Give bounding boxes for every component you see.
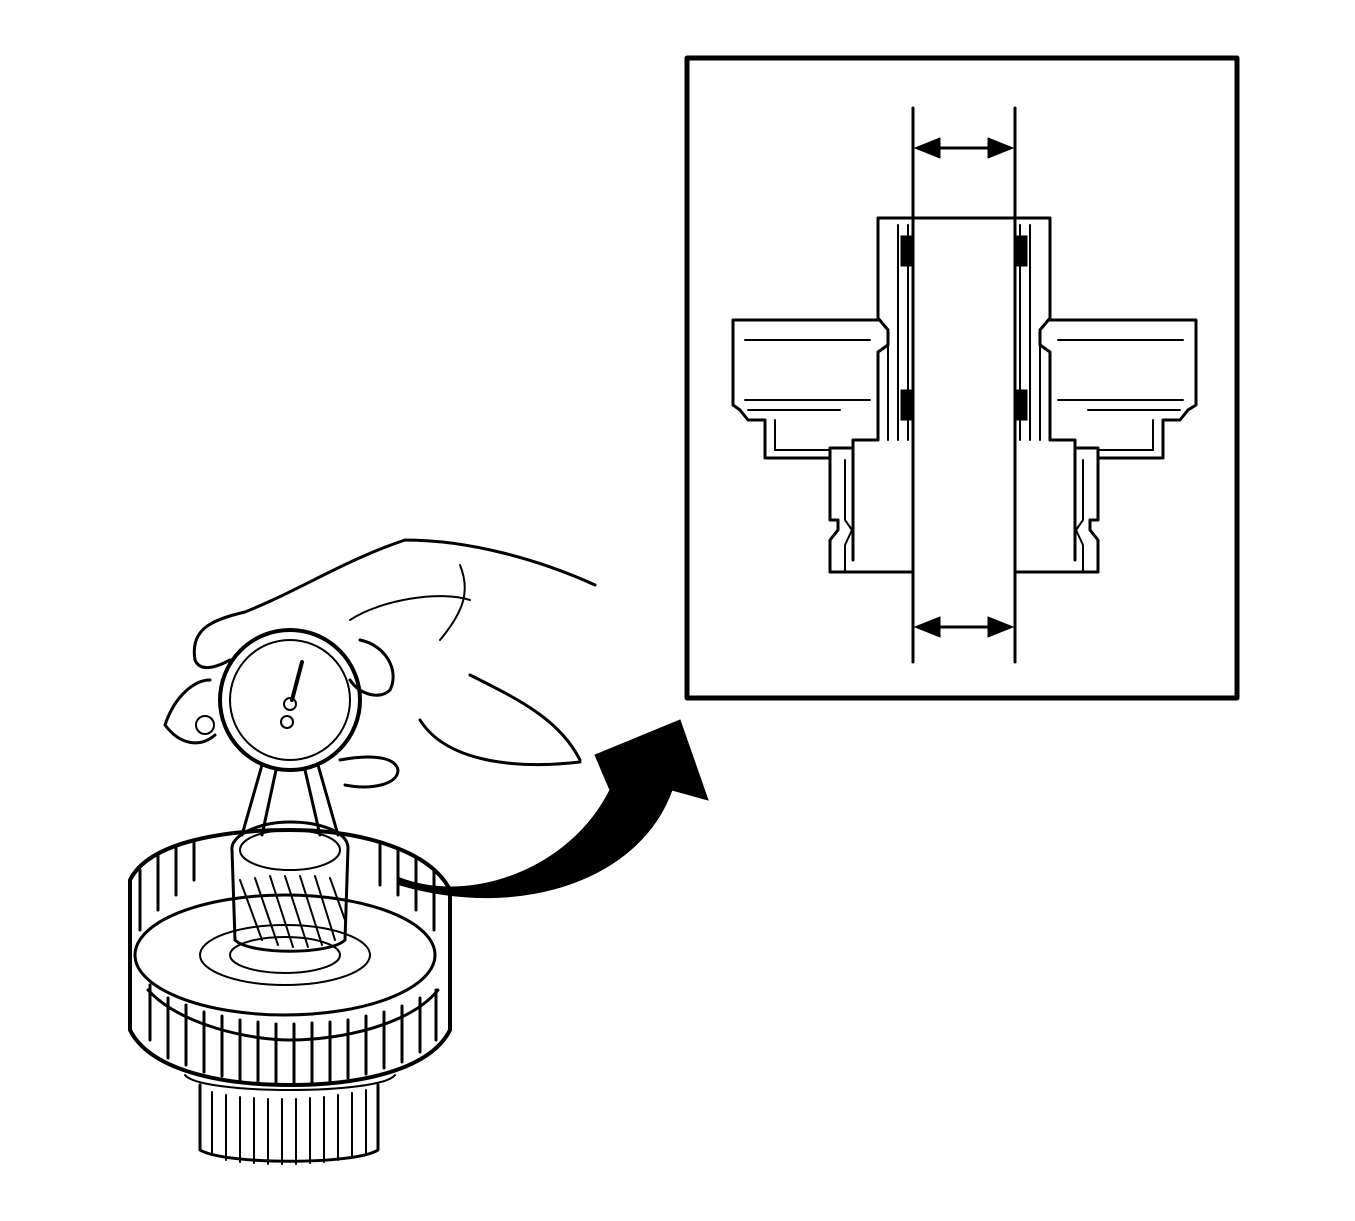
output-splines [198,1083,380,1163]
callout-arrow [399,719,709,899]
main-view [128,538,597,1165]
detail-inset [684,55,1240,701]
inset-frame [684,55,1240,701]
seal-upper-left [900,235,913,267]
seal-upper-right [1015,235,1028,267]
drum-outer [128,828,452,1087]
seal-lower-right [1015,389,1028,421]
gauge-bezel [218,628,362,772]
hand [163,538,597,789]
seal-lower-left [900,389,913,421]
clutch-hub [128,820,452,1165]
dial-gauge [218,628,362,837]
hub-section-right [1013,216,1198,574]
hub-section-left [731,216,915,574]
gauge-face [229,639,351,761]
gauge-needle [290,660,304,702]
dimension-arrow-top [913,137,1015,159]
dimension-arrow-bottom [913,616,1015,638]
gauge-stem [240,763,340,837]
